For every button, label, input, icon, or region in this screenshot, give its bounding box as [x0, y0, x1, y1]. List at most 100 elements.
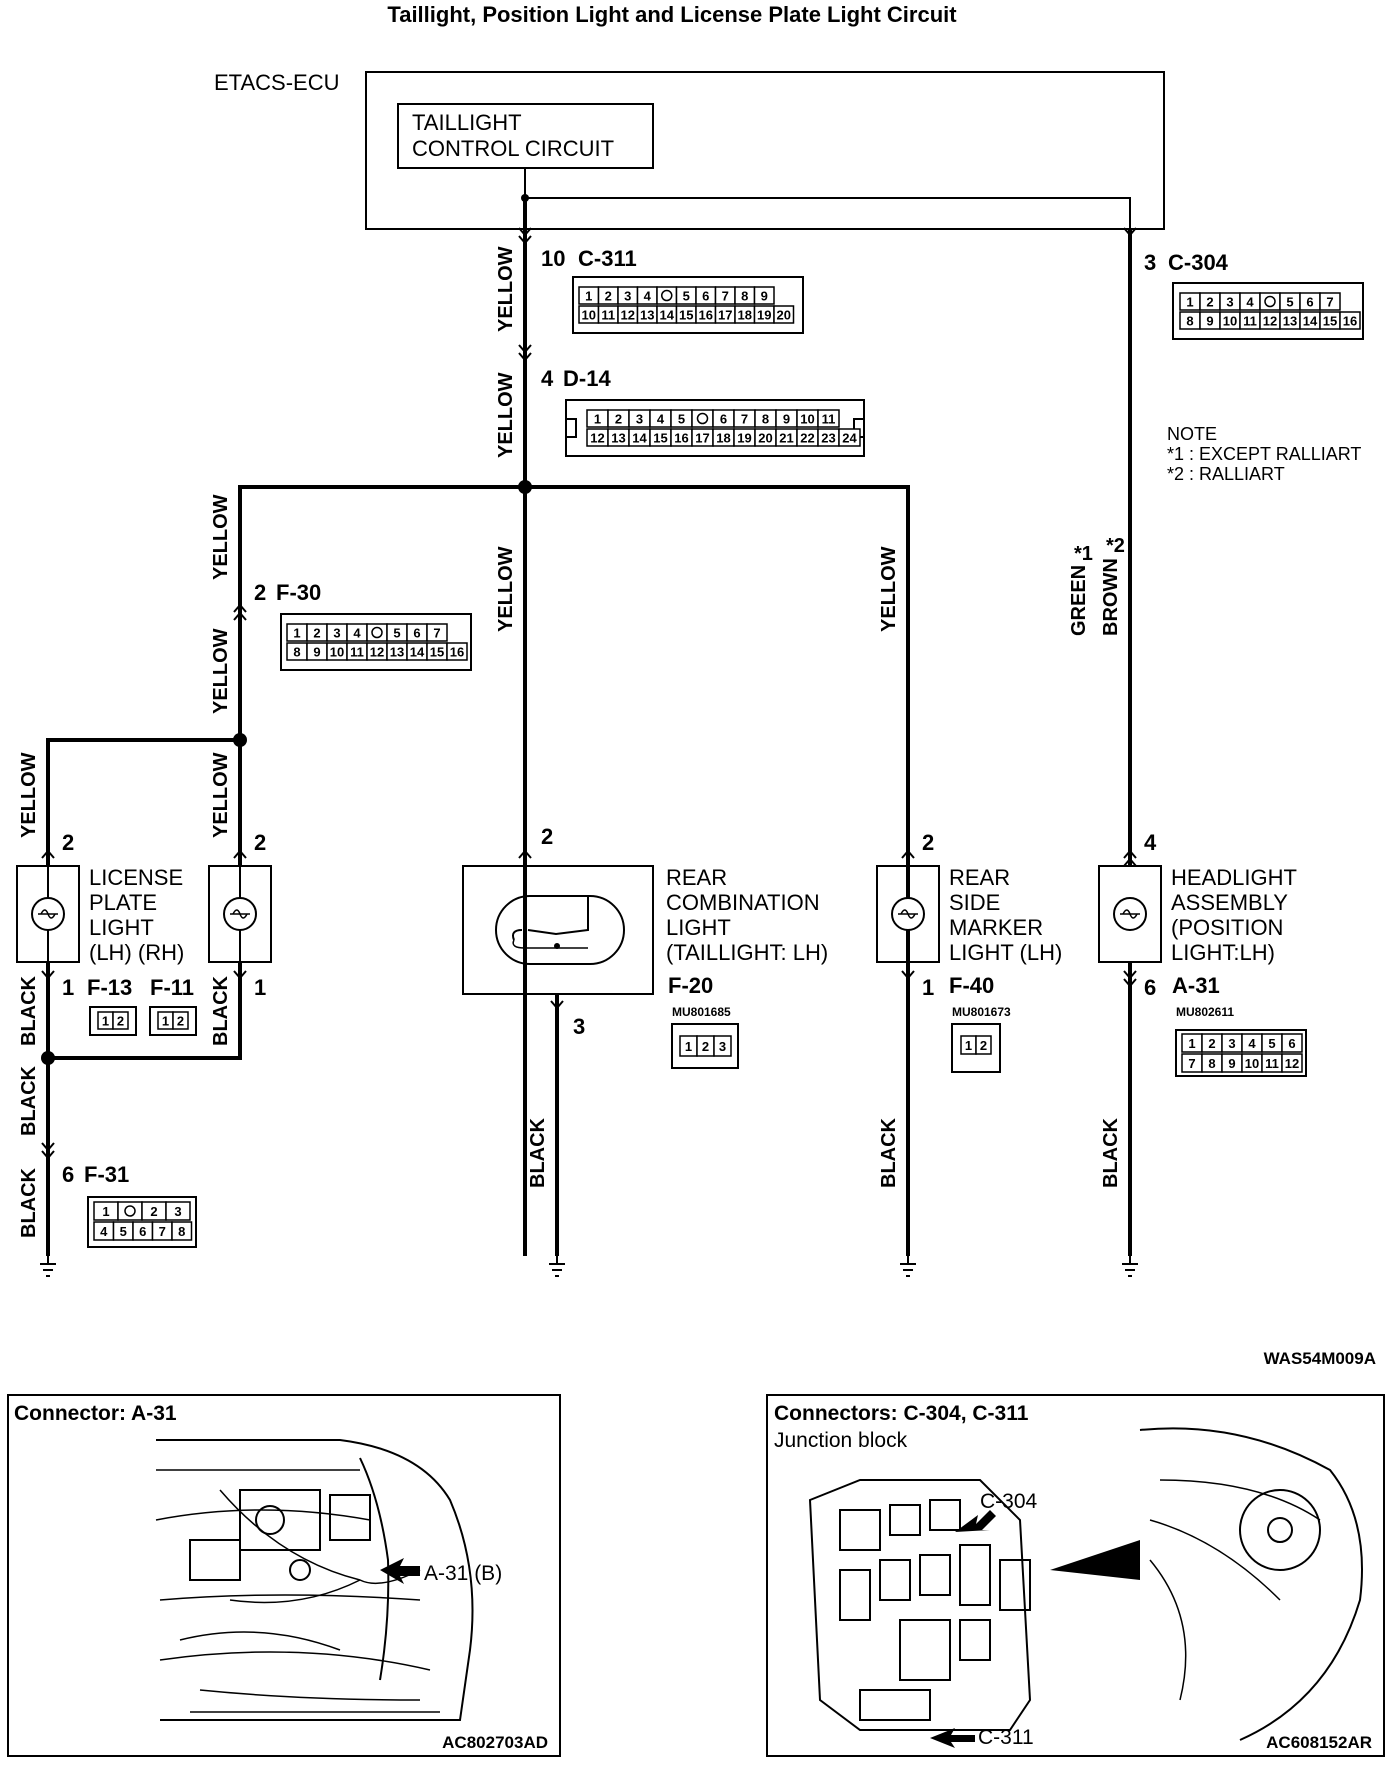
- connector-cell-label: 20: [777, 308, 791, 323]
- connector-cell-label: 11: [1265, 1056, 1279, 1071]
- panel-c304-callout2: C-311: [978, 1726, 1034, 1749]
- side-marker-label-2: SIDE: [949, 890, 1000, 915]
- label-f11: F-11: [150, 975, 194, 1000]
- license-label-4: (LH) (RH): [89, 940, 184, 965]
- panel-c304-title: Connectors: C-304, C-311: [774, 1402, 1029, 1425]
- connector-cell: [117, 1201, 143, 1221]
- connector-cell-label: 16: [1343, 314, 1357, 329]
- connector-cell-label: 10: [582, 308, 596, 323]
- connector-cell-label: 5: [120, 1224, 127, 1239]
- wire-star1: *1: [1074, 543, 1093, 565]
- connector-cell-label: 7: [159, 1224, 166, 1239]
- wire-label-black: BLACK: [210, 975, 232, 1046]
- connector-cell-label: 8: [762, 412, 769, 427]
- connector-cell-label: 15: [430, 645, 444, 660]
- connector-cell: [975, 1035, 992, 1055]
- callout-arrow: [930, 1728, 975, 1748]
- part-a31: MU802611: [1176, 1005, 1234, 1019]
- figure-code: WAS54M009A: [1264, 1349, 1376, 1368]
- rear-comb-label-1: REAR: [666, 865, 727, 890]
- panel-a31-callout: A-31 (B): [424, 1562, 502, 1585]
- callout-arrow: [380, 1558, 420, 1584]
- label-f40: F-40: [949, 973, 994, 998]
- connector-cell-label: 2: [980, 1038, 987, 1053]
- connector-key-mark: [661, 289, 673, 302]
- side-marker-label-4: LIGHT (LH): [949, 940, 1062, 965]
- connector-cell-label: 19: [737, 431, 751, 446]
- connector-cell-label: 3: [174, 1204, 181, 1219]
- connector-cell-label: 4: [644, 289, 652, 304]
- label-f20: F-20: [668, 973, 713, 998]
- pin-f20-bottom: 3: [573, 1014, 585, 1039]
- connector-cell-label: 1: [685, 1039, 692, 1054]
- connector-cell-label: 17: [695, 431, 709, 446]
- label-f30: F-30: [276, 580, 321, 605]
- ground-icon: [899, 1255, 917, 1277]
- part-f40: MU801673: [952, 1005, 1011, 1019]
- side-marker-label-1: REAR: [949, 865, 1010, 890]
- connector-cell-label: 4: [353, 626, 361, 641]
- wire-label-green: GREEN: [1068, 565, 1090, 636]
- connector-cell-label: 9: [1228, 1056, 1235, 1071]
- connector-key-mark: [371, 626, 383, 639]
- connector-cell-label: 11: [1243, 314, 1257, 329]
- connector-cell-label: 19: [757, 308, 771, 323]
- ecu-box: [365, 71, 1165, 230]
- headlight-label-3: (POSITION: [1171, 915, 1283, 940]
- pin-c311: 10: [541, 246, 565, 271]
- pin-a31-top: 4: [1144, 830, 1157, 855]
- label-f31: F-31: [84, 1162, 129, 1187]
- pin-a31: 6: [1144, 975, 1156, 1000]
- wire-label-yellow: YELLOW: [878, 546, 900, 632]
- circuit-label-line1: TAILLIGHT: [412, 110, 522, 135]
- pin-f40-top: 2: [922, 830, 934, 855]
- pin-f40: 1: [922, 975, 934, 1000]
- connector-cell: [171, 1221, 193, 1241]
- connector-cell-label: 2: [177, 1014, 184, 1029]
- headlight-label-2: ASSEMBLY: [1171, 890, 1288, 915]
- engine-bay-illustration: [155, 1439, 474, 1721]
- pin-f11: 1: [254, 975, 266, 1000]
- lamp-housing-icon: [495, 895, 625, 965]
- wire-label-black: BLACK: [527, 1117, 549, 1188]
- connector-cell-label: 8: [293, 645, 300, 660]
- connector-cell-label: 3: [719, 1039, 726, 1054]
- connector-cell-label: 3: [333, 626, 340, 641]
- connector-cell-label: 2: [702, 1039, 709, 1054]
- connector-cell-label: 11: [822, 412, 836, 427]
- bulb-icon: [31, 897, 65, 931]
- connector-cell-label: 12: [370, 645, 384, 660]
- connector-cell: [165, 1201, 191, 1221]
- wire-yellow-bus: [238, 485, 910, 1256]
- connector-cell-label: 2: [117, 1014, 124, 1029]
- connector-cell-label: 5: [393, 626, 400, 641]
- connector-cell-label: 18: [716, 431, 730, 446]
- connector-cell-label: 16: [450, 645, 464, 660]
- label-f13: F-13: [87, 975, 132, 1000]
- wire-label-black: BLACK: [18, 975, 40, 1046]
- rear-comb-label-4: (TAILLIGHT: LH): [666, 940, 828, 965]
- connector-cell: [817, 409, 840, 428]
- label-c304: C-304: [1168, 250, 1229, 275]
- connector-cell-label: 13: [1283, 314, 1297, 329]
- note-line1: *1 : EXCEPT RALLIART: [1167, 444, 1361, 464]
- connector-cell-label: 6: [1306, 295, 1313, 310]
- connector-cell: [446, 642, 468, 661]
- connector-cell: [426, 623, 448, 642]
- connector-cell-label: 24: [842, 431, 857, 446]
- connector-cell-label: 13: [390, 645, 404, 660]
- panel-c304-callout1: C-304: [980, 1490, 1038, 1513]
- connector-cell-label: 12: [621, 308, 635, 323]
- connector-cell-label: 20: [758, 431, 772, 446]
- connector-cell-label: 2: [313, 626, 320, 641]
- connector-cell-label: 13: [640, 308, 654, 323]
- connector-cell: [691, 409, 714, 428]
- connector-cell-label: 1: [594, 412, 601, 427]
- connector-cell-label: 23: [821, 431, 835, 446]
